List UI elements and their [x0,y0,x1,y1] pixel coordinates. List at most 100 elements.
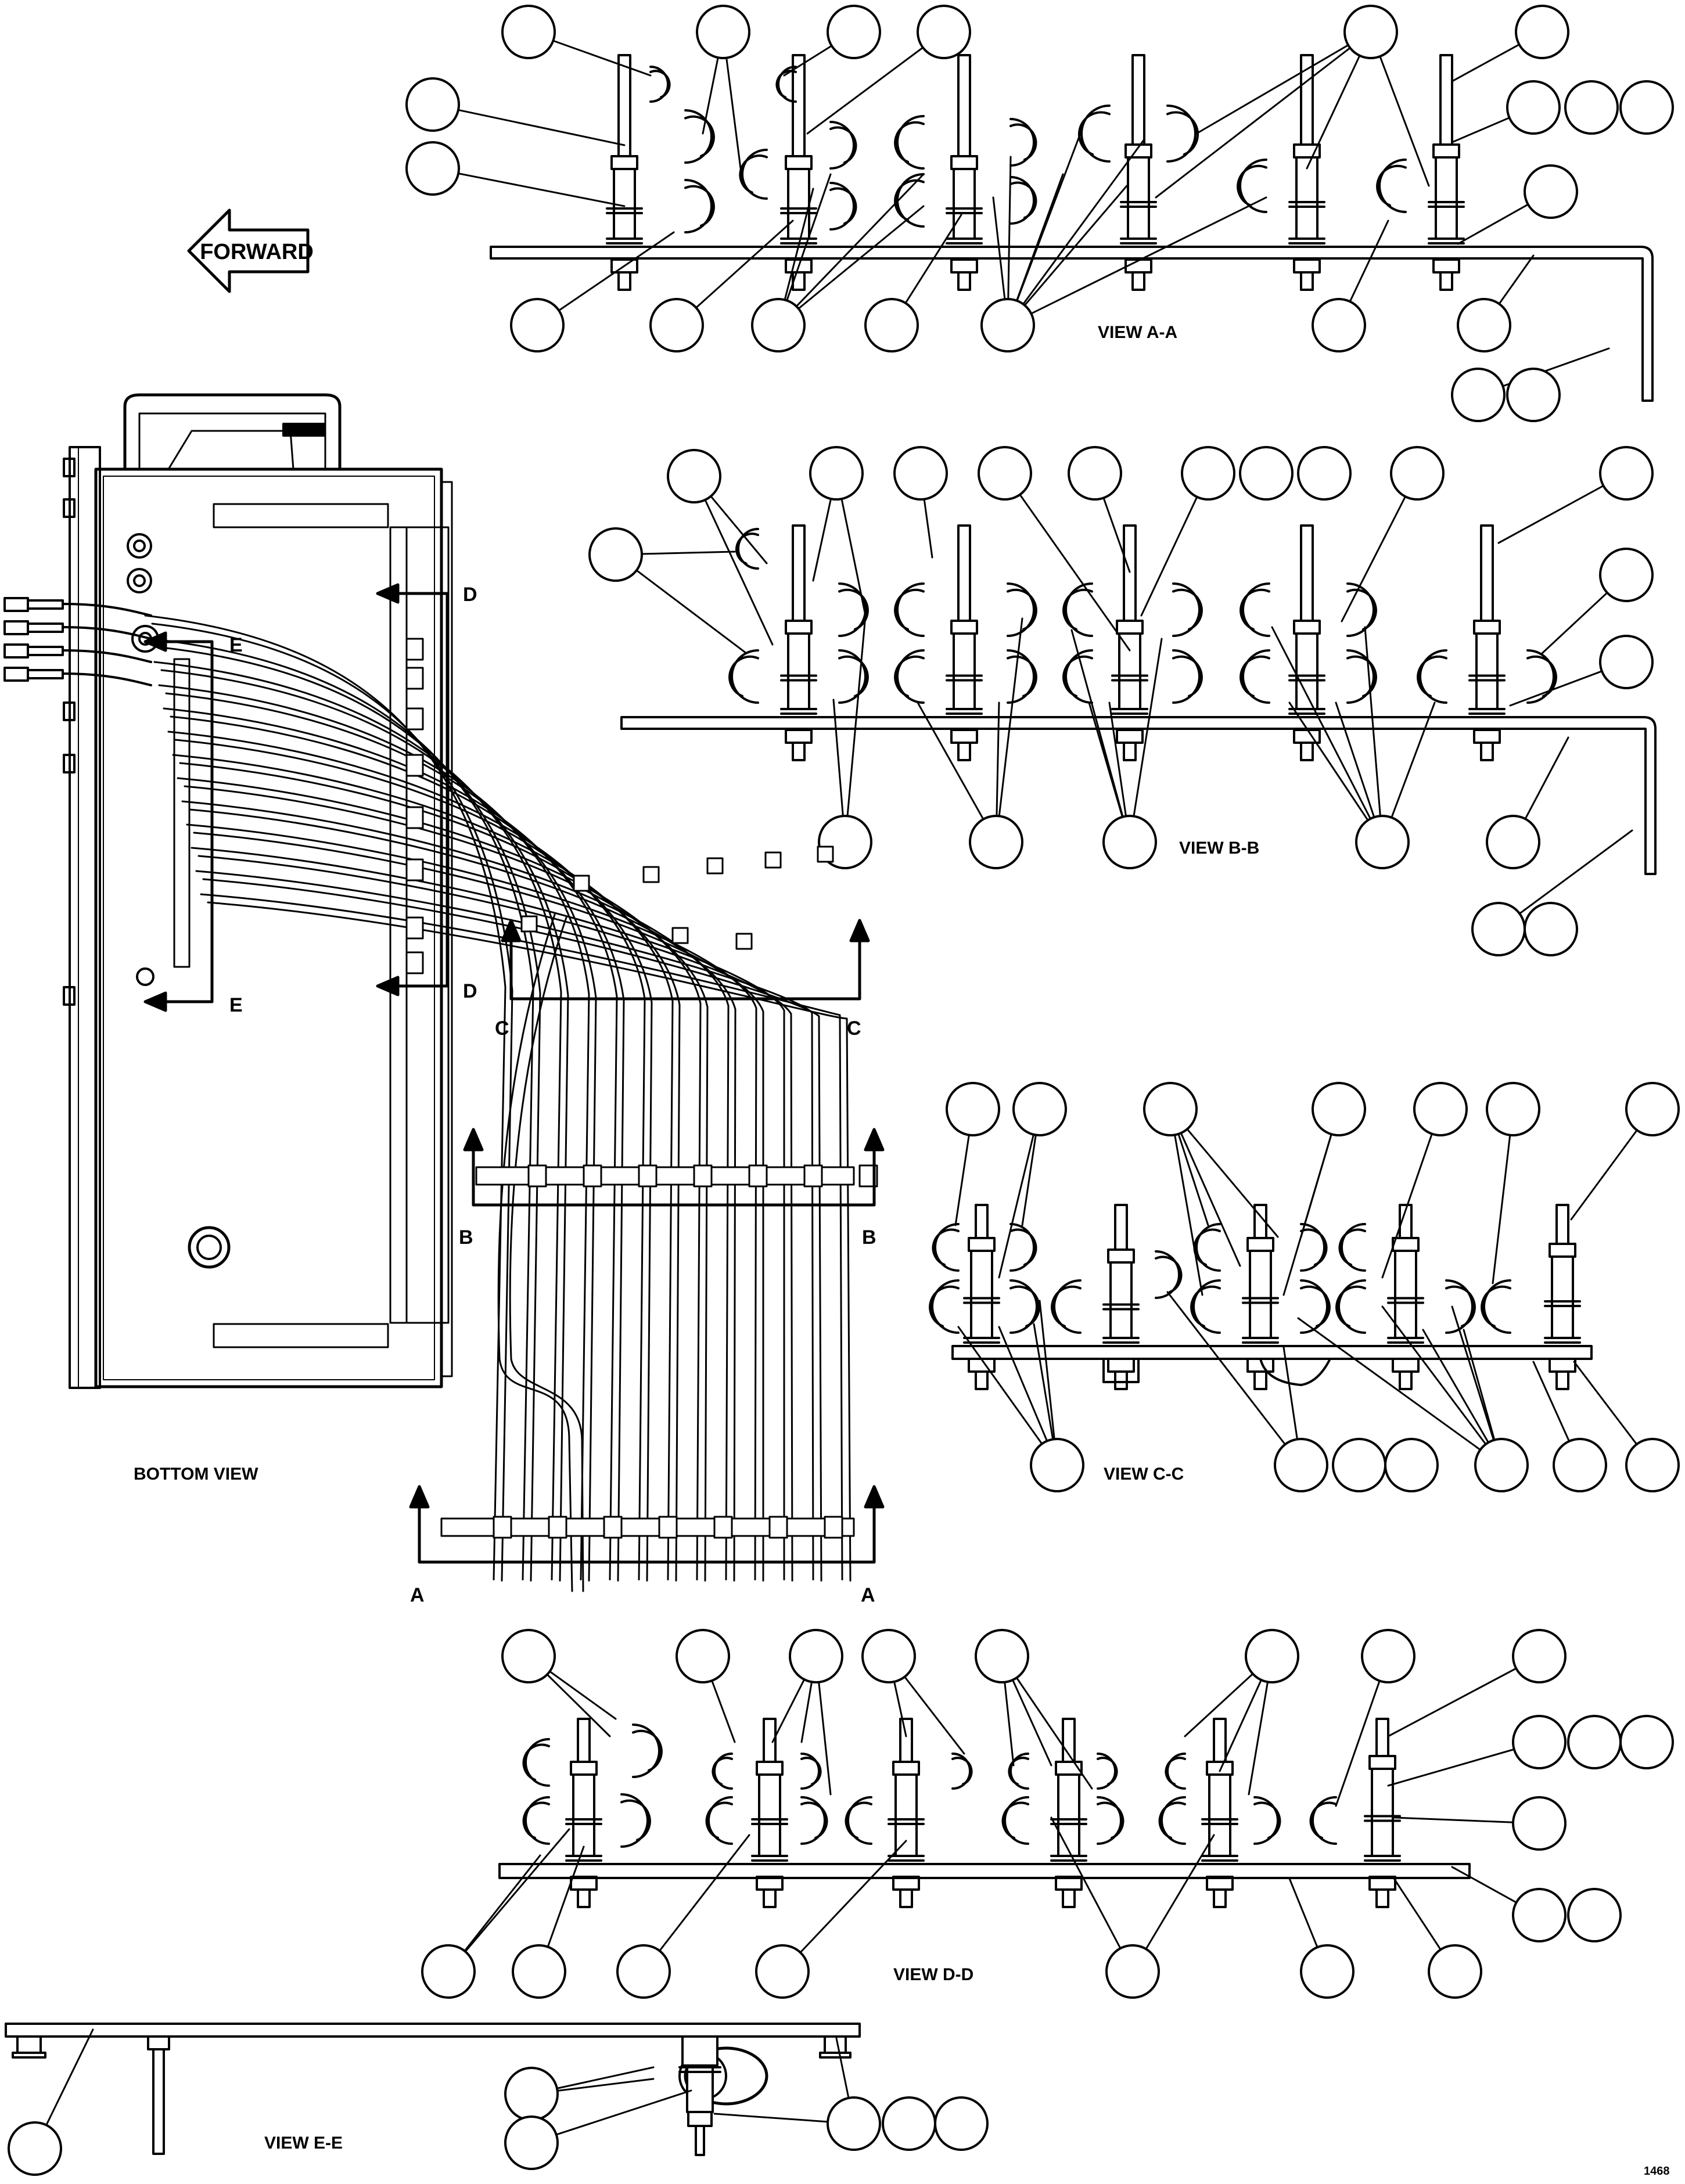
callout-balloon [1297,1305,1529,1492]
section-a-arrow-left [409,1485,430,1564]
view-d-d: VIEW D-D [421,1629,1674,1999]
stud [780,524,817,761]
view-b-b-label: VIEW B-B [1179,839,1259,858]
callout-balloon [864,214,962,352]
connector [3,643,152,663]
callout-balloon [809,446,867,617]
cushion-clamp [894,649,925,704]
section-c-arrow-right [849,919,870,1001]
cushion-clamp [1253,1796,1281,1845]
callout-balloon [1070,629,1163,869]
bottom-view: BOTTOM VIEW E E D D C C B B A A [3,393,885,1606]
callout-balloon [1393,1877,1482,1999]
wire-bundle [153,661,562,1581]
callout-balloon [1140,446,1235,617]
cushion-clamp [1240,649,1270,704]
section-c-right-label: C [847,1017,861,1039]
harness-clip [817,845,834,863]
cushion-clamp [620,1793,651,1848]
callout-balloon [1387,1715,1567,1787]
bar-clamp [527,1164,547,1188]
cushion-clamp [838,582,869,637]
cushion-clamp [894,582,925,637]
cushion-clamp [1062,582,1093,637]
cushion-clamp [1077,105,1111,163]
cushion-clamp [1001,1796,1029,1845]
callout-balloon [1341,446,1445,623]
harness-clip [573,875,590,892]
flange-bolt [63,701,76,721]
callout-balloon [1451,5,1569,82]
callout-balloon [1564,80,1619,135]
callout-balloon [1567,1888,1622,1942]
bracket-clamp [405,806,424,829]
section-a-left-label: A [410,1584,425,1606]
callout-balloon [980,132,1267,352]
cushion-clamp [951,1753,973,1790]
harness-clip [520,915,538,933]
bar-clamp [583,1164,602,1188]
cushion-clamp [739,149,768,200]
bracket-clamp [405,707,424,731]
callout-balloon [893,446,948,559]
stud [1387,1204,1424,1390]
cushion-clamp [1051,1279,1082,1334]
cushion-clamp [728,649,759,704]
wire-bundle [177,777,702,1581]
wire-bundle [181,800,730,1581]
callout-balloon [1288,1877,1355,1999]
flange-bolt [63,754,76,773]
callout-balloon [783,5,881,77]
callout-balloon [1143,1082,1279,1296]
section-d-top-label: D [463,584,477,606]
section-a-arrow-right [864,1485,885,1564]
callout-balloon [934,2096,989,2151]
view-c-c-label: VIEW C-C [1104,1465,1184,1484]
callout-balloon [512,1845,585,1999]
wire-bundle [200,893,843,1581]
section-d-bottom-label: D [463,980,477,1002]
callout-balloon [818,614,872,869]
cushion-clamp [1097,1753,1118,1790]
bar-clamp [824,1516,843,1539]
section-e-top-label: E [229,634,243,656]
callout-balloon [1297,446,1352,501]
callout-balloon [1050,1816,1215,1999]
bar-clamp [748,1164,768,1188]
bar-clamp [493,1516,512,1539]
cushion-clamp [735,528,759,570]
section-c-left-label: C [495,1017,509,1039]
callout-balloon [1486,1082,1540,1285]
bar-clamp [603,1516,623,1539]
cushion-clamp [1007,649,1037,704]
callout-balloon [1312,220,1389,352]
callout-balloon [667,449,774,646]
callout-balloon [616,1834,750,1999]
stud [1544,1204,1581,1390]
cushion-clamp [1166,105,1199,163]
stud [1111,524,1148,761]
cushion-clamp [1009,1223,1037,1272]
callout-balloon [1451,1866,1567,1942]
callout-balloon [504,2089,692,2170]
flange-bolt [63,458,76,477]
bar-clamp [658,1516,678,1539]
callout-balloon [405,77,626,146]
cushion-clamp [800,1796,828,1845]
bracket-clamp [405,916,424,940]
stud [1102,1204,1140,1390]
cushion-clamp [522,1796,550,1845]
section-b-left-label: B [459,1226,473,1248]
cushion-clamp [1309,1796,1337,1845]
callout-balloon [882,2096,936,2151]
cushion-clamp [845,1796,872,1845]
cushion-clamp [829,121,857,170]
section-a-right-label: A [861,1584,875,1606]
section-c-arrow-left [501,919,522,1001]
callout-balloon [1451,80,1561,143]
cushion-clamp [894,115,925,170]
harness-clip [764,851,782,869]
callout-balloon [1384,1438,1439,1492]
bar-clamp [548,1516,567,1539]
